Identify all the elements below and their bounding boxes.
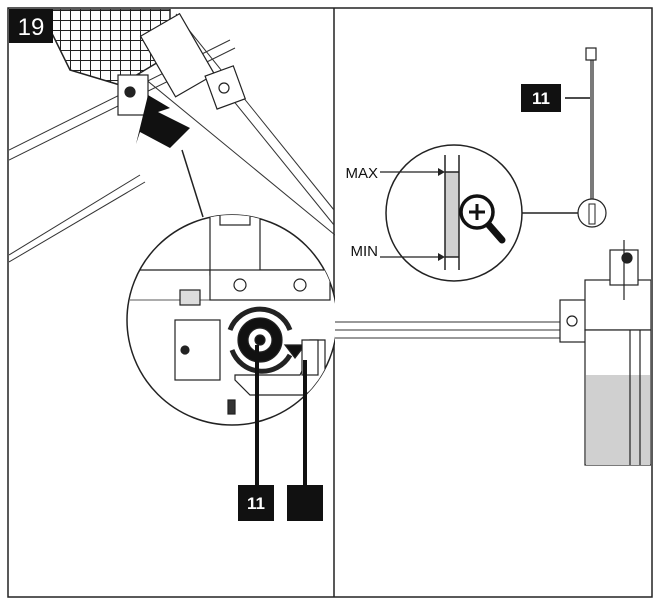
callout-text-right-part: 11 [532,89,550,108]
dipstick [585,47,597,200]
reservoir [559,240,651,466]
step-number: 19 [18,14,45,41]
horizontal-rail [335,321,560,339]
callout-text-left-part: 11 [247,494,265,513]
gauge-scale [444,155,460,270]
left-panel: 19 11 [9,9,335,521]
direction-arrow-icon [136,95,190,148]
grid-panel [39,9,171,86]
right-panel: MAX MIN 11 [335,47,651,466]
outer-frame [7,7,653,598]
gauge-max-label: MAX [345,165,378,182]
fluid-level [586,375,650,465]
callout-badge-left-blank [287,485,323,521]
zoom-connector [181,149,204,218]
step-number-badge [9,9,53,43]
callout-badge-right-part [521,84,561,112]
top-bracket [117,12,247,116]
magnifier-plus-icon [459,194,506,244]
callout-badge-left-part [238,485,274,521]
gauge-min-label: MIN [351,243,379,260]
